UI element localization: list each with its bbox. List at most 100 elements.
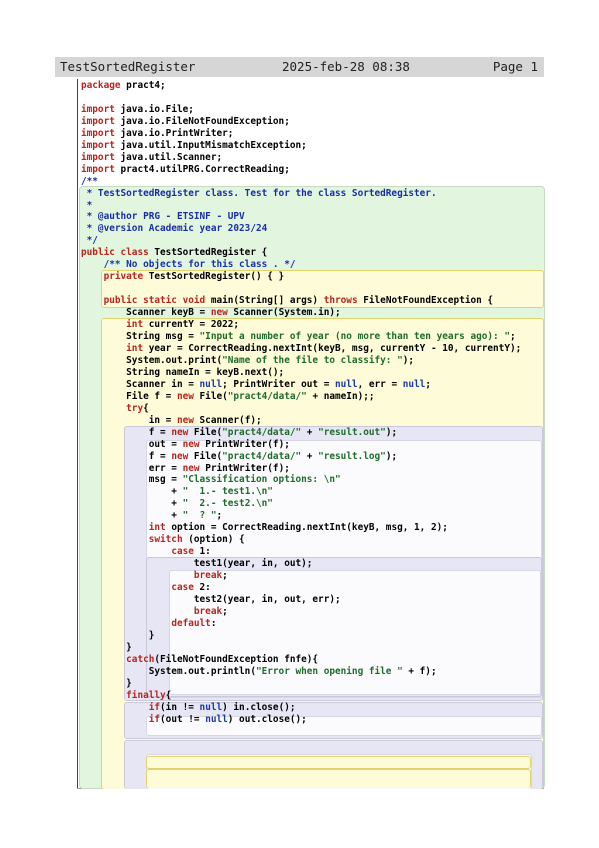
code-token: java.io.PrintWriter;: [114, 127, 234, 139]
code-token: {: [165, 689, 172, 701]
code-line: + " 2.- test2.\n": [81, 498, 521, 510]
code-token: f =: [81, 426, 172, 438]
code-token: [81, 546, 171, 557]
code-token: java.io.File;: [114, 103, 194, 115]
code-token: int: [126, 342, 144, 354]
code-token: +: [301, 426, 319, 438]
code-line: test2(year, in, out, err);: [81, 594, 521, 606]
code-line: int currentY = 2022;: [81, 319, 521, 331]
code-token: in =: [81, 414, 177, 426]
code-line: int option = CorrectReading.nextInt(keyB…: [81, 522, 521, 534]
code-token: java.util.InputMismatchException;: [114, 139, 307, 151]
if-in-block: [146, 756, 531, 769]
code-token: "Error when opening file ": [255, 665, 403, 677]
code-line: /** No objects for this class . */: [81, 259, 521, 271]
code-token: +: [81, 486, 183, 498]
code-token: System.out.println(: [81, 665, 256, 677]
code-token: TestSortedRegister {: [148, 247, 268, 259]
code-line: + " 1.- test1.\n": [81, 486, 521, 498]
code-token: FileNotFoundException {: [357, 295, 494, 307]
code-line: String msg = "Input a number of year (no…: [81, 331, 521, 343]
code-token: case: [171, 546, 194, 558]
code-token: "Name of the file to classify: ": [222, 354, 403, 366]
code-line: f = new File("pract4/data/" + "result.ou…: [81, 427, 521, 439]
code-token: "pract4/data/": [222, 426, 302, 438]
code-line: if(out != null) out.close();: [81, 714, 521, 726]
code-token: +: [301, 450, 319, 462]
code-token: import: [81, 151, 115, 163]
code-line: File f = new File("pract4/data/" + nameI…: [81, 391, 521, 403]
code-line: break;: [81, 606, 521, 618]
code-line: break;: [81, 570, 521, 582]
code-token: [81, 319, 126, 330]
code-token: * @author PRG - ETSINF - UPV: [81, 211, 245, 223]
code-line: Scanner keyB = new Scanner(System.in);: [81, 307, 521, 319]
left-margin-rule: [77, 79, 78, 789]
code-token: import: [81, 139, 115, 151]
code-token: "result.out": [318, 426, 386, 438]
code-token: if: [148, 713, 161, 725]
code-token: " ? ": [182, 510, 217, 522]
source-code-listing: package pract4; import java.io.File; impor…: [81, 80, 521, 725]
code-token: int: [148, 522, 166, 534]
code-token: /** No objects for this class . */: [103, 259, 296, 271]
switch-inner-block: [169, 570, 541, 695]
code-token: 2:: [193, 582, 211, 594]
code-token: pract4;: [120, 80, 166, 91]
if-out-block: [146, 769, 531, 788]
code-line: [81, 92, 521, 104]
code-token: ) out.close();: [227, 713, 307, 725]
code-token: :: [210, 617, 217, 629]
code-token: msg =: [81, 474, 183, 486]
code-token: [81, 295, 104, 306]
code-token: public static void: [103, 295, 206, 307]
code-line: + " ? ";: [81, 510, 521, 522]
code-token: Scanner keyB =: [81, 307, 211, 319]
code-token: java.io.FileNotFoundException;: [114, 115, 290, 127]
code-line: * TestSortedRegister class. Test for the…: [81, 188, 521, 200]
code-token: [81, 259, 104, 270]
code-token: main(String[] args): [205, 295, 324, 307]
code-line: err = new PrintWriter(f);: [81, 463, 521, 475]
code-token: pract4.utilPRG.CorrectReading;: [114, 163, 290, 175]
code-token: package: [81, 80, 121, 91]
file-title: TestSortedRegister: [60, 59, 196, 74]
code-token: [81, 271, 104, 282]
code-token: String nameIn = keyB.next();: [81, 366, 285, 378]
code-line: System.out.println("Error when opening f…: [81, 666, 521, 678]
code-line: case 2:: [81, 582, 521, 594]
code-token: catch: [126, 653, 155, 665]
code-line: default:: [81, 618, 521, 630]
code-token: break: [193, 570, 223, 582]
code-token: [81, 690, 126, 701]
code-line: switch (option) {: [81, 534, 521, 546]
code-line: finally{: [81, 690, 521, 702]
code-token: null: [199, 378, 223, 390]
code-token: File(: [188, 426, 223, 438]
code-token: throws: [323, 295, 358, 307]
code-token: File(: [193, 390, 228, 402]
constructor-scope-block: [101, 270, 544, 308]
code-token: [81, 606, 194, 617]
code-token: + f);: [402, 665, 437, 677]
code-token: new: [176, 414, 194, 426]
code-token: /**: [81, 175, 98, 187]
code-line: import java.io.PrintWriter;: [81, 128, 521, 140]
code-token: ;: [216, 510, 223, 522]
code-token: Scanner(f);: [193, 414, 262, 426]
code-token: (out !=: [160, 713, 206, 725]
code-token: int: [126, 319, 144, 331]
code-line: test1(year, in, out);: [81, 558, 521, 570]
code-token: }: [81, 629, 155, 641]
code-token: private: [103, 271, 144, 283]
code-token: " 1.- test1.\n": [182, 486, 273, 498]
code-line: f = new File("pract4/data/" + "result.lo…: [81, 451, 521, 463]
print-date: 2025-feb-28 08:38: [282, 59, 410, 74]
code-token: }: [81, 677, 132, 689]
code-token: if: [148, 701, 161, 713]
code-token: ;: [509, 331, 516, 343]
code-token: [81, 714, 149, 725]
code-line: import java.util.Scanner;: [81, 152, 521, 164]
code-token: File(: [188, 450, 223, 462]
code-line: import java.util.InputMismatchException;: [81, 140, 521, 152]
